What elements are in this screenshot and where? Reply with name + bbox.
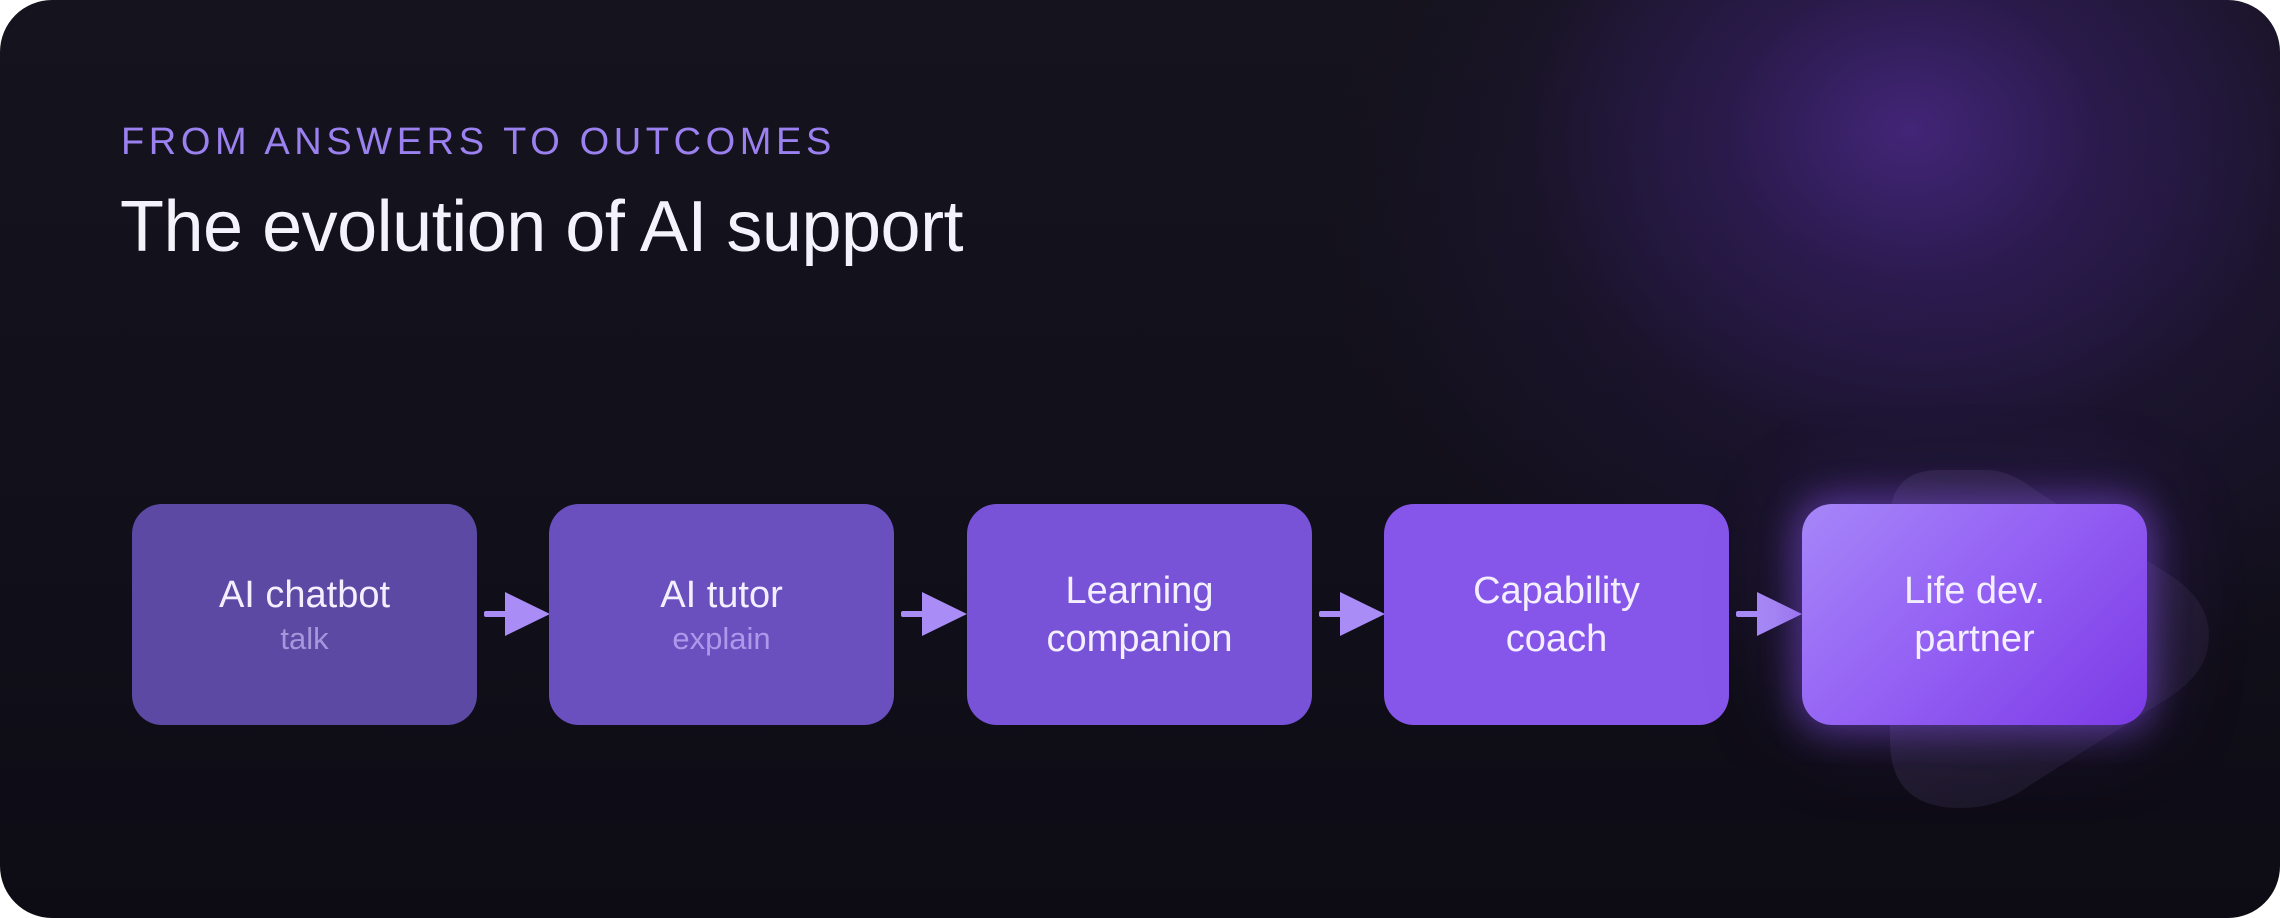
arrow-right-icon bbox=[901, 592, 967, 636]
arrow-right-icon bbox=[1736, 592, 1802, 636]
stage-ai-tutor: AI tutor explain bbox=[549, 504, 894, 725]
stage-subtitle: talk bbox=[280, 620, 329, 656]
stage-label-line-2: companion bbox=[1046, 617, 1233, 660]
stage-capability-coach: Capability coach bbox=[1384, 504, 1729, 725]
stage-learning-companion: Learning companion bbox=[967, 504, 1312, 725]
stage-ai-chatbot: AI chatbot talk bbox=[132, 504, 477, 725]
stage-label: AI chatbot bbox=[218, 573, 391, 616]
stage-life-dev-partner: Life dev. partner bbox=[1802, 504, 2147, 725]
arrow-right-icon bbox=[1319, 592, 1385, 636]
stage-label-line-2: coach bbox=[1505, 617, 1608, 660]
stage-label: AI tutor bbox=[660, 573, 783, 616]
stage-label-line-1: Capability bbox=[1473, 569, 1640, 612]
stage-subtitle: explain bbox=[672, 620, 771, 656]
section-eyebrow: FROM ANSWERS TO OUTCOMES bbox=[121, 121, 836, 163]
page-title: The evolution of AI support bbox=[120, 187, 964, 267]
arrow-right-icon bbox=[484, 592, 550, 636]
stage-label-line-1: Life dev. bbox=[1904, 569, 2045, 612]
stage-label-line-1: Learning bbox=[1065, 569, 1214, 612]
stage-label-line-2: partner bbox=[1914, 617, 2035, 660]
